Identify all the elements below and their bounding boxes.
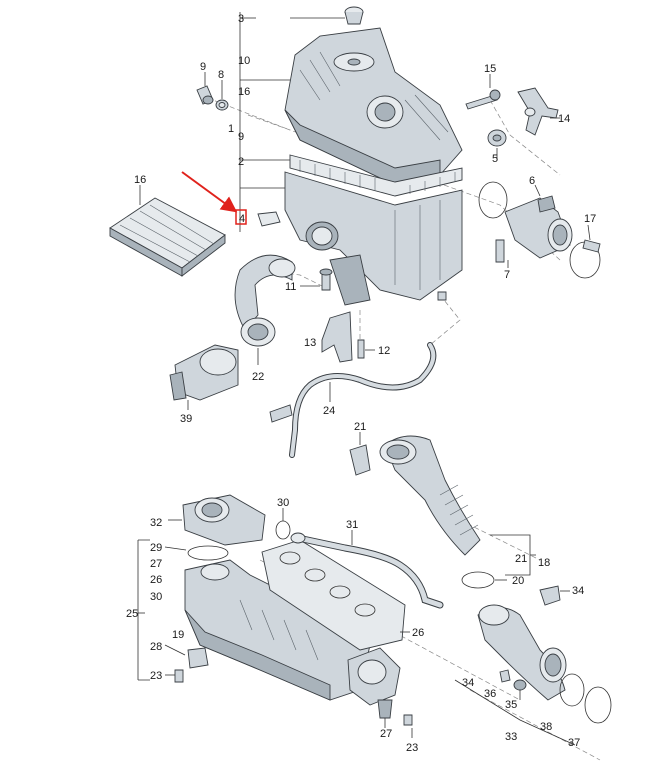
throttle-body-part-32 [164, 494, 266, 561]
callout-labels: 3 10 16 1 9 2 9 8 16 4 15 14 5 6 17 7 11… [126, 13, 596, 754]
label-14: 14 [558, 113, 570, 125]
sensor-parts-19-28-23 [164, 644, 209, 683]
label-29: 29 [150, 542, 162, 554]
label-26b: 26 [412, 627, 424, 639]
label-17: 17 [584, 213, 596, 225]
intake-hose-part-18 [349, 432, 536, 589]
filter-element-part-2 [289, 154, 463, 197]
label-34b: 34 [462, 677, 474, 689]
label-35: 35 [505, 699, 517, 711]
label-16a: 16 [238, 86, 250, 98]
small-parts-8-9 [196, 72, 229, 111]
label-8: 8 [218, 69, 224, 81]
label-5: 5 [492, 153, 498, 165]
label-28: 28 [150, 641, 162, 653]
label-33: 33 [505, 731, 517, 743]
right-parts-5-6-7-14-15-17 [465, 74, 601, 279]
air-filter-upper-housing [284, 27, 463, 186]
label-22: 22 [252, 371, 264, 383]
label-24: 24 [323, 405, 335, 417]
label-3: 3 [238, 13, 244, 25]
label-19: 19 [172, 629, 184, 641]
label-27a: 27 [150, 558, 162, 570]
label-38: 38 [540, 721, 552, 733]
throttle-part-39 [169, 344, 239, 410]
cap-part-3 [290, 6, 364, 25]
label-21a: 21 [354, 421, 366, 433]
label-9b: 9 [200, 61, 206, 73]
highlight-arrow [181, 171, 281, 227]
label-36: 36 [484, 688, 496, 700]
egr-pipe-part-31 [275, 508, 444, 609]
label-10: 10 [238, 55, 250, 67]
label-18: 18 [538, 557, 550, 569]
label-16b: 16 [134, 174, 146, 186]
label-4: 4 [239, 213, 245, 225]
label-20: 20 [512, 575, 524, 587]
bracket-parts-11-12-13 [300, 268, 375, 363]
label-15: 15 [484, 63, 496, 75]
label-32: 32 [150, 517, 162, 529]
label-23a: 23 [150, 670, 162, 682]
label-7: 7 [504, 269, 510, 281]
label-23b: 23 [406, 742, 418, 754]
intake-hose-part-22 [234, 254, 296, 365]
intake-manifold-part-25 [137, 539, 371, 701]
label-6: 6 [529, 175, 535, 187]
label-37: 37 [568, 737, 580, 749]
bracket-top [239, 12, 290, 232]
label-21b: 21 [515, 553, 527, 565]
breather-pipe-part-24 [269, 342, 437, 458]
label-39: 39 [180, 413, 192, 425]
label-25: 25 [126, 608, 138, 620]
label-9a: 9 [238, 131, 244, 143]
label-1: 1 [228, 123, 234, 135]
bottom-right-parts [454, 585, 612, 746]
egr-valve-part-27 [347, 647, 413, 738]
label-26a: 26 [150, 574, 162, 586]
label-2: 2 [238, 156, 244, 168]
label-27b: 27 [380, 728, 392, 740]
label-13: 13 [304, 337, 316, 349]
label-30b: 30 [150, 591, 162, 603]
label-30a: 30 [277, 497, 289, 509]
label-12: 12 [378, 345, 390, 357]
filter-insert-part-16 [109, 185, 226, 277]
label-34a: 34 [572, 585, 584, 597]
label-11: 11 [285, 281, 296, 293]
air-filter-lower-housing [284, 171, 463, 306]
label-31: 31 [346, 519, 358, 531]
